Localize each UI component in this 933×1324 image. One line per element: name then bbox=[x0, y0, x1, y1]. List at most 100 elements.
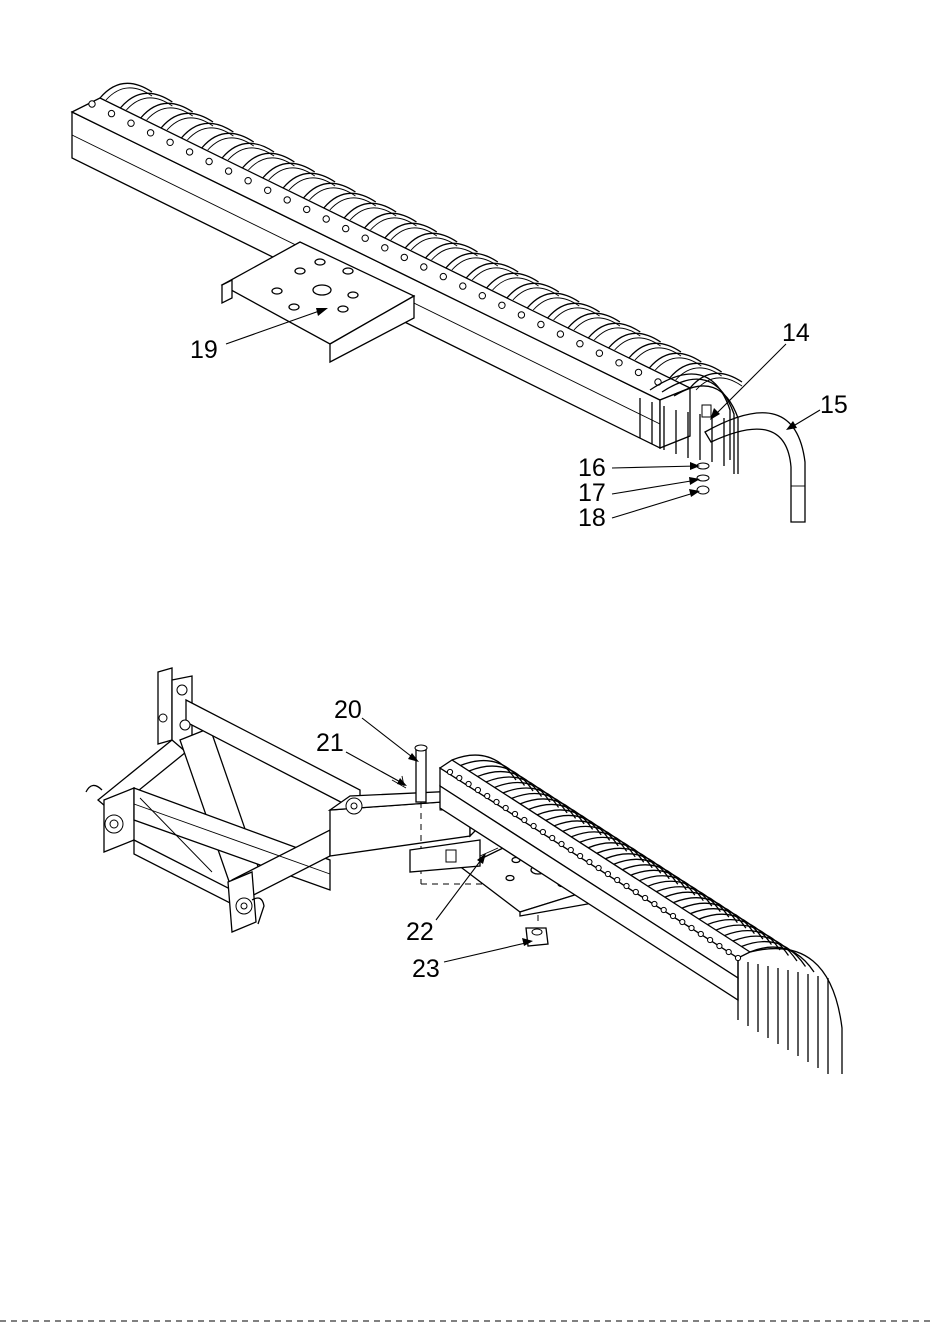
callout-18: 18 bbox=[578, 504, 606, 532]
bar-bolt bbox=[362, 235, 368, 241]
rake-tine bbox=[242, 153, 294, 168]
callout-15: 15 bbox=[820, 391, 848, 419]
bar-bolt bbox=[499, 302, 505, 308]
bar-bolt bbox=[540, 829, 545, 834]
rake-tine bbox=[364, 213, 416, 228]
rake-tine bbox=[405, 233, 457, 248]
bar-bolt bbox=[717, 943, 722, 948]
bar-bolt bbox=[245, 178, 251, 184]
bar-bolt bbox=[457, 775, 462, 780]
callout-14: 14 bbox=[782, 319, 810, 347]
bar-bolt bbox=[596, 350, 602, 356]
top-rake-bar bbox=[72, 98, 690, 448]
bar-bolt bbox=[726, 949, 731, 954]
bar-bolt bbox=[587, 859, 592, 864]
bar-bolt bbox=[186, 149, 192, 155]
bar-bolt bbox=[421, 264, 427, 270]
bar-bolt bbox=[661, 907, 666, 912]
bar-bolt bbox=[624, 883, 629, 888]
rake-tine bbox=[303, 183, 355, 198]
bar-bolt bbox=[698, 931, 703, 936]
callout-21: 21 bbox=[316, 729, 344, 757]
rake-tine bbox=[100, 83, 152, 98]
rake-tine bbox=[181, 123, 233, 138]
rake-tine bbox=[446, 253, 498, 268]
bar-bolt bbox=[382, 245, 388, 251]
rake-tine bbox=[120, 93, 172, 108]
bar-bolt bbox=[559, 841, 564, 846]
rake-tine bbox=[222, 143, 274, 158]
rake-tine bbox=[649, 353, 701, 368]
bar-bolt bbox=[550, 835, 555, 840]
bar-bolt bbox=[494, 799, 499, 804]
rake-tine bbox=[263, 163, 315, 178]
bar-bolt bbox=[557, 331, 563, 337]
rake-tine bbox=[487, 273, 539, 288]
bar-bolt bbox=[485, 793, 490, 798]
bar-bolt bbox=[89, 101, 95, 107]
bar-bolt bbox=[512, 811, 517, 816]
bar-bolt bbox=[466, 781, 471, 786]
rake-tine bbox=[568, 313, 620, 328]
rake-tine bbox=[588, 323, 640, 338]
bar-bolt bbox=[596, 865, 601, 870]
rake-tine bbox=[609, 333, 661, 348]
hitch-frame bbox=[86, 668, 360, 932]
bar-bolt bbox=[284, 197, 290, 203]
rake-tine bbox=[629, 343, 681, 358]
bar-bolt bbox=[643, 895, 648, 900]
bar-bolt bbox=[304, 206, 310, 212]
rake-tine bbox=[141, 103, 193, 118]
bar-bolt bbox=[680, 919, 685, 924]
rake-tine bbox=[202, 133, 254, 148]
bar-bolt bbox=[460, 283, 466, 289]
bar-bolt bbox=[440, 273, 446, 279]
bar-bolt bbox=[531, 823, 536, 828]
nut-part-23 bbox=[526, 928, 548, 946]
callout-17: 17 bbox=[578, 479, 606, 507]
bar-bolt bbox=[616, 360, 622, 366]
hardware-stack bbox=[697, 405, 711, 494]
callout-22: 22 bbox=[406, 918, 434, 946]
bar-bolt bbox=[605, 871, 610, 876]
bar-bolt bbox=[343, 225, 349, 231]
bar-bolt bbox=[147, 130, 153, 136]
bar-bolt bbox=[206, 158, 212, 164]
rake-tine bbox=[750, 947, 814, 972]
callout-23: 23 bbox=[412, 955, 440, 983]
bar-bolt bbox=[689, 925, 694, 930]
rake-tine bbox=[426, 243, 478, 258]
bar-bolt bbox=[265, 187, 271, 193]
rake-tine bbox=[324, 193, 376, 208]
pin-part-20 bbox=[415, 745, 427, 802]
bar-bolt bbox=[652, 901, 657, 906]
bar-bolt bbox=[447, 769, 452, 774]
bar-bolt bbox=[479, 293, 485, 299]
bar-bolt bbox=[522, 817, 527, 822]
bar-bolt bbox=[518, 312, 524, 318]
rake-tine bbox=[548, 303, 600, 318]
bar-bolt bbox=[225, 168, 231, 174]
bar-bolt bbox=[323, 216, 329, 222]
bar-bolt bbox=[735, 955, 740, 960]
bar-bolt bbox=[577, 341, 583, 347]
callout-20: 20 bbox=[334, 696, 362, 724]
top-rake-assembly: 19 14 15 16 17 18 bbox=[72, 83, 848, 532]
bar-bolt bbox=[503, 805, 508, 810]
bar-bolt bbox=[401, 254, 407, 260]
bar-bolt bbox=[578, 853, 583, 858]
bar-bolt bbox=[475, 787, 480, 792]
rake-tine bbox=[283, 173, 335, 188]
callout-16: 16 bbox=[578, 454, 606, 482]
bar-bolt bbox=[615, 877, 620, 882]
bar-bolt bbox=[670, 913, 675, 918]
bar-bolt bbox=[128, 120, 134, 126]
bar-bolt bbox=[108, 110, 114, 116]
rake-tine bbox=[527, 293, 579, 308]
bar-bolt bbox=[538, 321, 544, 327]
callout-19: 19 bbox=[190, 336, 218, 364]
bottom-hitch-assembly: 20 21 22 23 bbox=[86, 668, 842, 1074]
bar-bolt bbox=[568, 847, 573, 852]
rake-tine bbox=[385, 223, 437, 238]
bar-bolt bbox=[167, 139, 173, 145]
